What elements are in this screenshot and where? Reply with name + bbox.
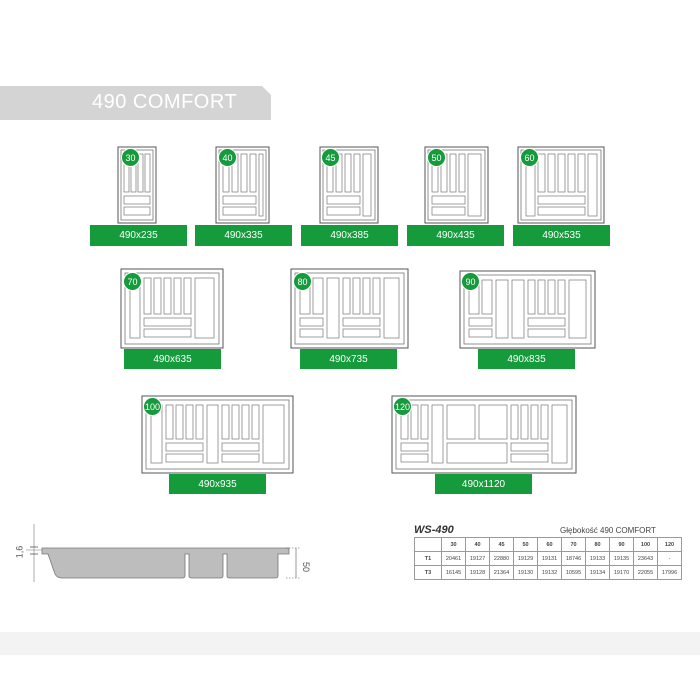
dimension-label: 490x535 (513, 225, 610, 246)
table-cell: 19135 (609, 551, 634, 566)
size-badge: 70 (123, 272, 142, 291)
cross-section-drawing (26, 524, 300, 582)
footer-band (0, 632, 700, 655)
table-cell: 10595 (561, 565, 586, 580)
table-row: T1 20461 19127 22880 19129 19131 18746 1… (414, 551, 682, 566)
tray-card: 30 (117, 146, 157, 224)
table-header-cell: 90 (609, 537, 634, 552)
tray-card: 45 (319, 146, 379, 224)
table-header-cell: 120 (657, 537, 682, 552)
size-badge: 80 (293, 272, 312, 291)
title-band (0, 86, 271, 120)
table-cell: 19130 (513, 565, 538, 580)
tray-card: 40 (215, 146, 270, 224)
table-cell: 22055 (633, 565, 658, 580)
table-header-cell: 40 (465, 537, 490, 552)
tray-card: 120 (391, 395, 577, 474)
table-row: T3 16145 19128 21364 19130 19132 10595 1… (414, 565, 682, 580)
table-cell: 19131 (537, 551, 562, 566)
table-cell: 16145 (441, 565, 466, 580)
dimension-label: 490x235 (90, 225, 187, 246)
table-header-cell: 30 (441, 537, 466, 552)
section-height-label-right: 50 (301, 561, 312, 573)
size-badge: 50 (427, 148, 446, 167)
size-badge: 60 (520, 148, 539, 167)
tray-card: 60 (517, 146, 605, 224)
dimension-label: 490x835 (478, 349, 575, 369)
dimension-label: 490x935 (169, 474, 266, 494)
tray-drawing (141, 395, 294, 474)
table-cell: 17996 (657, 565, 682, 580)
dimension-label: 490x435 (407, 225, 504, 246)
table-header-row: 30 40 45 50 60 70 80 90 100 120 (414, 537, 682, 552)
table-cell: - (657, 551, 682, 566)
dimension-label: 490x735 (300, 349, 397, 369)
table-cell: 22880 (489, 551, 514, 566)
table-header-cell: 50 (513, 537, 538, 552)
tray-card: 70 (120, 268, 224, 349)
section-height-label-left: 1,6 (14, 545, 25, 559)
tray-card: 80 (290, 268, 409, 349)
table-cell: 23643 (633, 551, 658, 566)
table-cell: T3 (414, 565, 442, 580)
tray-drawing (459, 270, 596, 349)
table-cell: 19170 (609, 565, 634, 580)
dimension-label: 490x1120 (435, 474, 532, 494)
size-badge: 90 (461, 272, 480, 291)
table-cell: 21364 (489, 565, 514, 580)
table-header-cell: 100 (633, 537, 658, 552)
size-badge: 30 (121, 148, 140, 167)
size-badge: 120 (393, 397, 412, 416)
page-title: 490 COMFORT (92, 91, 238, 113)
spec-table: 30 40 45 50 60 70 80 90 100 120 T1 20461… (414, 537, 682, 580)
tray-card: 50 (424, 146, 489, 224)
table-cell: 19128 (465, 565, 490, 580)
tray-drawing (391, 395, 577, 474)
table-cell: 19134 (585, 565, 610, 580)
tray-drawing (319, 146, 379, 224)
dimension-label: 490x635 (124, 349, 221, 369)
dimension-label: 490x385 (301, 225, 398, 246)
table-cell: 19133 (585, 551, 610, 566)
table-header-cell: 60 (537, 537, 562, 552)
table-header-cell: 45 (489, 537, 514, 552)
table-header-cell (414, 537, 442, 552)
table-cell: 19132 (537, 565, 562, 580)
tray-card: 90 (459, 270, 596, 349)
table-cell: 20461 (441, 551, 466, 566)
size-badge: 100 (143, 397, 162, 416)
tray-card: 100 (141, 395, 294, 474)
table-cell: 18746 (561, 551, 586, 566)
table-header-cell: 80 (585, 537, 610, 552)
table-cell: 19129 (513, 551, 538, 566)
depth-label: Głębokość 490 COMFORT (560, 526, 656, 535)
table-cell: 19127 (465, 551, 490, 566)
model-label: WS-490 (414, 524, 454, 536)
size-badge: 40 (218, 148, 237, 167)
table-cell: T1 (414, 551, 442, 566)
size-badge: 45 (321, 148, 340, 167)
dimension-label: 490x335 (195, 225, 292, 246)
table-header-cell: 70 (561, 537, 586, 552)
